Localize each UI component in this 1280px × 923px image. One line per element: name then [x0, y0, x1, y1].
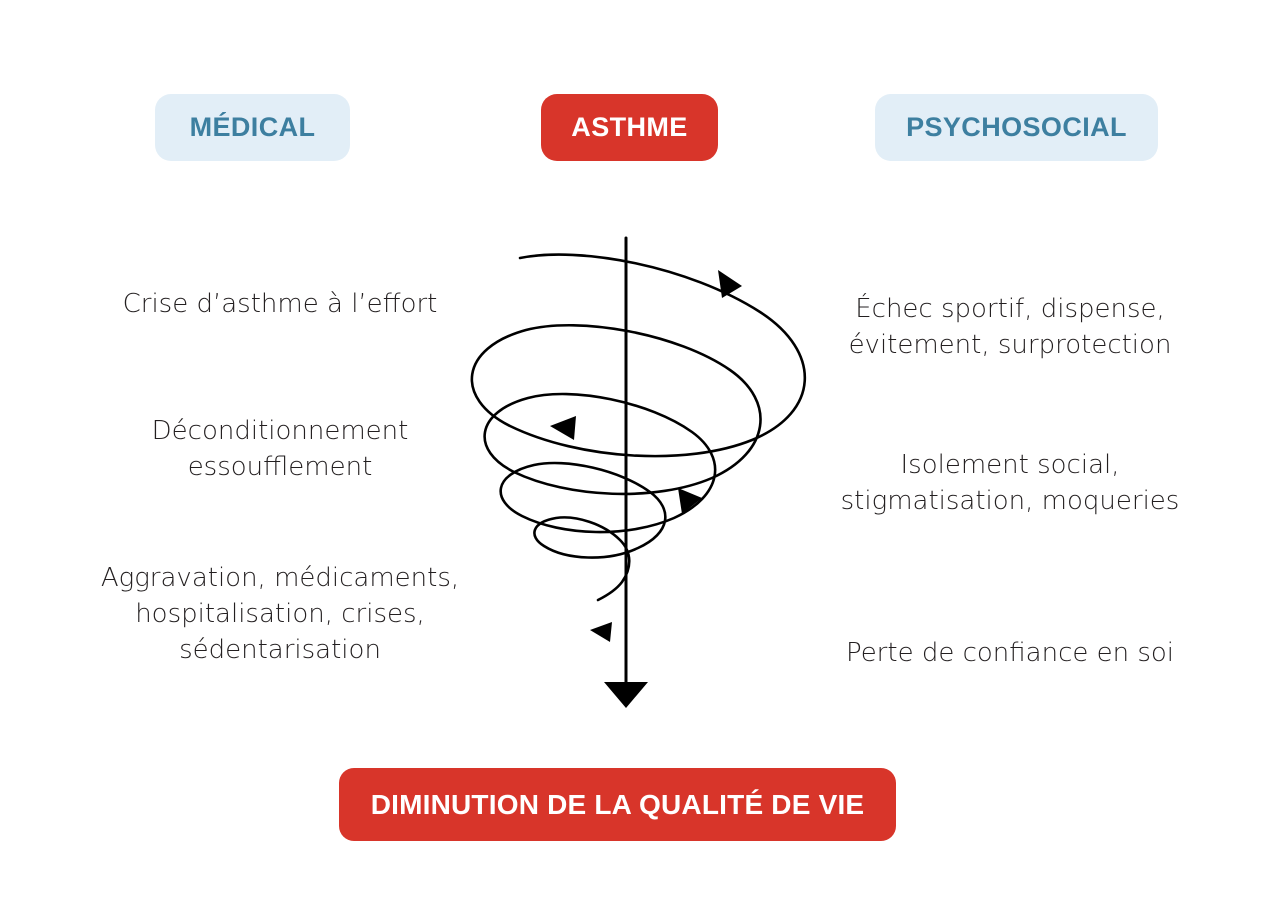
spiral-arrowhead-4 [590, 622, 612, 642]
category-pill-psychosocial-label: PSYCHOSOCIAL [906, 112, 1127, 142]
category-pill-medical: MÉDICAL [155, 94, 350, 161]
psychosocial-item-2: Isolement social, stigmatisation, moquer… [840, 450, 1180, 516]
outcome-banner-label: DIMINUTION DE LA QUALITÉ DE VIE [370, 788, 865, 820]
medical-item-2: Déconditionnement essoufflement [151, 416, 409, 482]
medical-item-1: Crise d’asthme à l’effort [122, 289, 438, 319]
category-pill-medical-label: MÉDICAL [189, 112, 316, 142]
category-pill-asthme-label: ASTHME [571, 112, 688, 142]
category-pill-asthme: ASTHME [541, 94, 718, 161]
psychosocial-item-1: Échec sportif, dispense, évitement, surp… [848, 294, 1172, 360]
descending-spiral-icon [470, 236, 807, 708]
spiral-arrowhead-2 [550, 416, 576, 440]
psychosocial-item-3: Perte de confiance en soi [845, 638, 1175, 668]
outcome-banner: DIMINUTION DE LA QUALITÉ DE VIE [339, 768, 896, 841]
spiral-helix-path [470, 253, 807, 602]
category-pill-psychosocial: PSYCHOSOCIAL [875, 94, 1158, 161]
spiral-arrowhead-1 [718, 270, 742, 298]
medical-item-3: Aggravation, médicaments, hospitalisatio… [100, 563, 460, 665]
spiral-terminal-arrowhead [604, 682, 648, 708]
spiral-arrowhead-3 [678, 488, 702, 514]
